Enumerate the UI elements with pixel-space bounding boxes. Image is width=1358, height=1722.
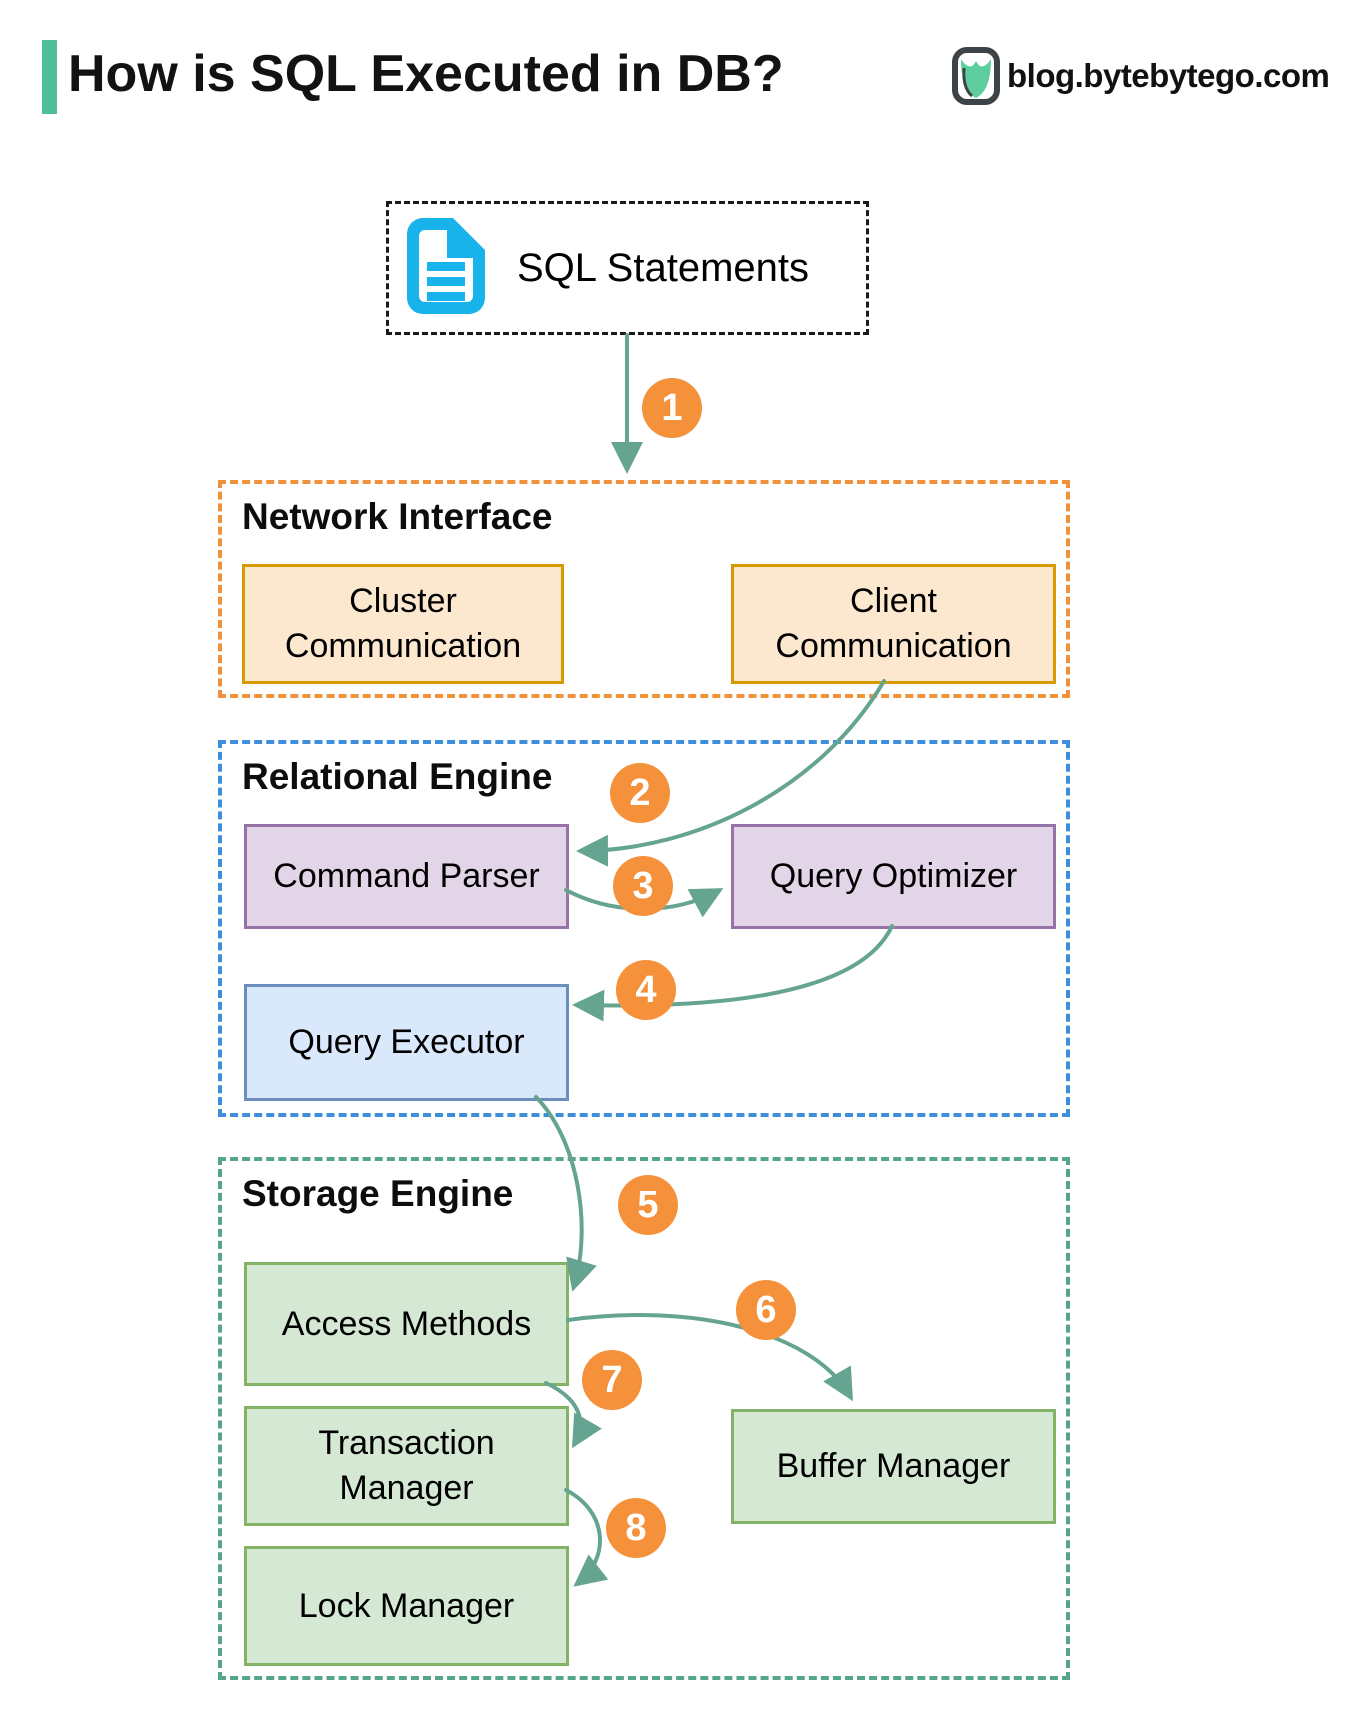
step-badge-4: 4 — [616, 960, 676, 1020]
node-cluster-communication: Cluster Communication — [242, 564, 564, 684]
brand-url: blog.bytebytego.com — [1007, 57, 1330, 94]
group-relational-engine: Relational Engine Command Parser Query O… — [218, 740, 1070, 1117]
node-query-optimizer: Query Optimizer — [731, 824, 1056, 929]
node-client-communication: Client Communication — [731, 564, 1056, 684]
group-network-interface: Network Interface Cluster Communication … — [218, 480, 1070, 698]
node-lock-manager: Lock Manager — [244, 1546, 569, 1666]
sql-statements-label: SQL Statements — [517, 245, 809, 290]
node-label: Lock Manager — [298, 1586, 515, 1625]
page-title: How is SQL Executed in DB? — [68, 45, 784, 103]
brand: blog.bytebytego.com — [951, 46, 1330, 106]
step-badge-6: 6 — [736, 1280, 796, 1340]
step-badge-7: 7 — [582, 1350, 642, 1410]
step-badge-3: 3 — [613, 856, 673, 916]
title-accent-bar — [42, 40, 57, 114]
step-badge-8: 8 — [606, 1498, 666, 1558]
node-label: Command Parser — [273, 857, 540, 896]
node-command-parser: Command Parser — [244, 824, 569, 929]
node-label: Query Executor — [288, 1023, 525, 1062]
node-label: Buffer Manager — [776, 1447, 1011, 1486]
node-buffer-manager: Buffer Manager — [731, 1409, 1056, 1524]
node-label: Transaction Manager — [318, 1424, 495, 1507]
sql-statements-box: SQL Statements — [386, 201, 869, 335]
step-badge-2: 2 — [610, 763, 670, 823]
step-badge-5: 5 — [618, 1175, 678, 1235]
node-label: Cluster Communication — [284, 582, 522, 665]
sql-document-icon — [403, 216, 487, 321]
node-transaction-manager: Transaction Manager — [244, 1406, 569, 1526]
node-label: Query Optimizer — [769, 857, 1018, 896]
group-storage-engine: Storage Engine Access Methods Transactio… — [218, 1157, 1070, 1680]
group-label-storage-engine: Storage Engine — [242, 1173, 514, 1214]
group-label-relational-engine: Relational Engine — [242, 756, 553, 797]
node-query-executor: Query Executor — [244, 984, 569, 1101]
node-label: Access Methods — [281, 1304, 532, 1343]
node-label: Client Communication — [775, 582, 1012, 665]
bytebytego-logo-icon — [951, 46, 1001, 106]
group-label-network-interface: Network Interface — [242, 496, 553, 537]
step-badge-1: 1 — [642, 378, 702, 438]
node-access-methods: Access Methods — [244, 1262, 569, 1386]
